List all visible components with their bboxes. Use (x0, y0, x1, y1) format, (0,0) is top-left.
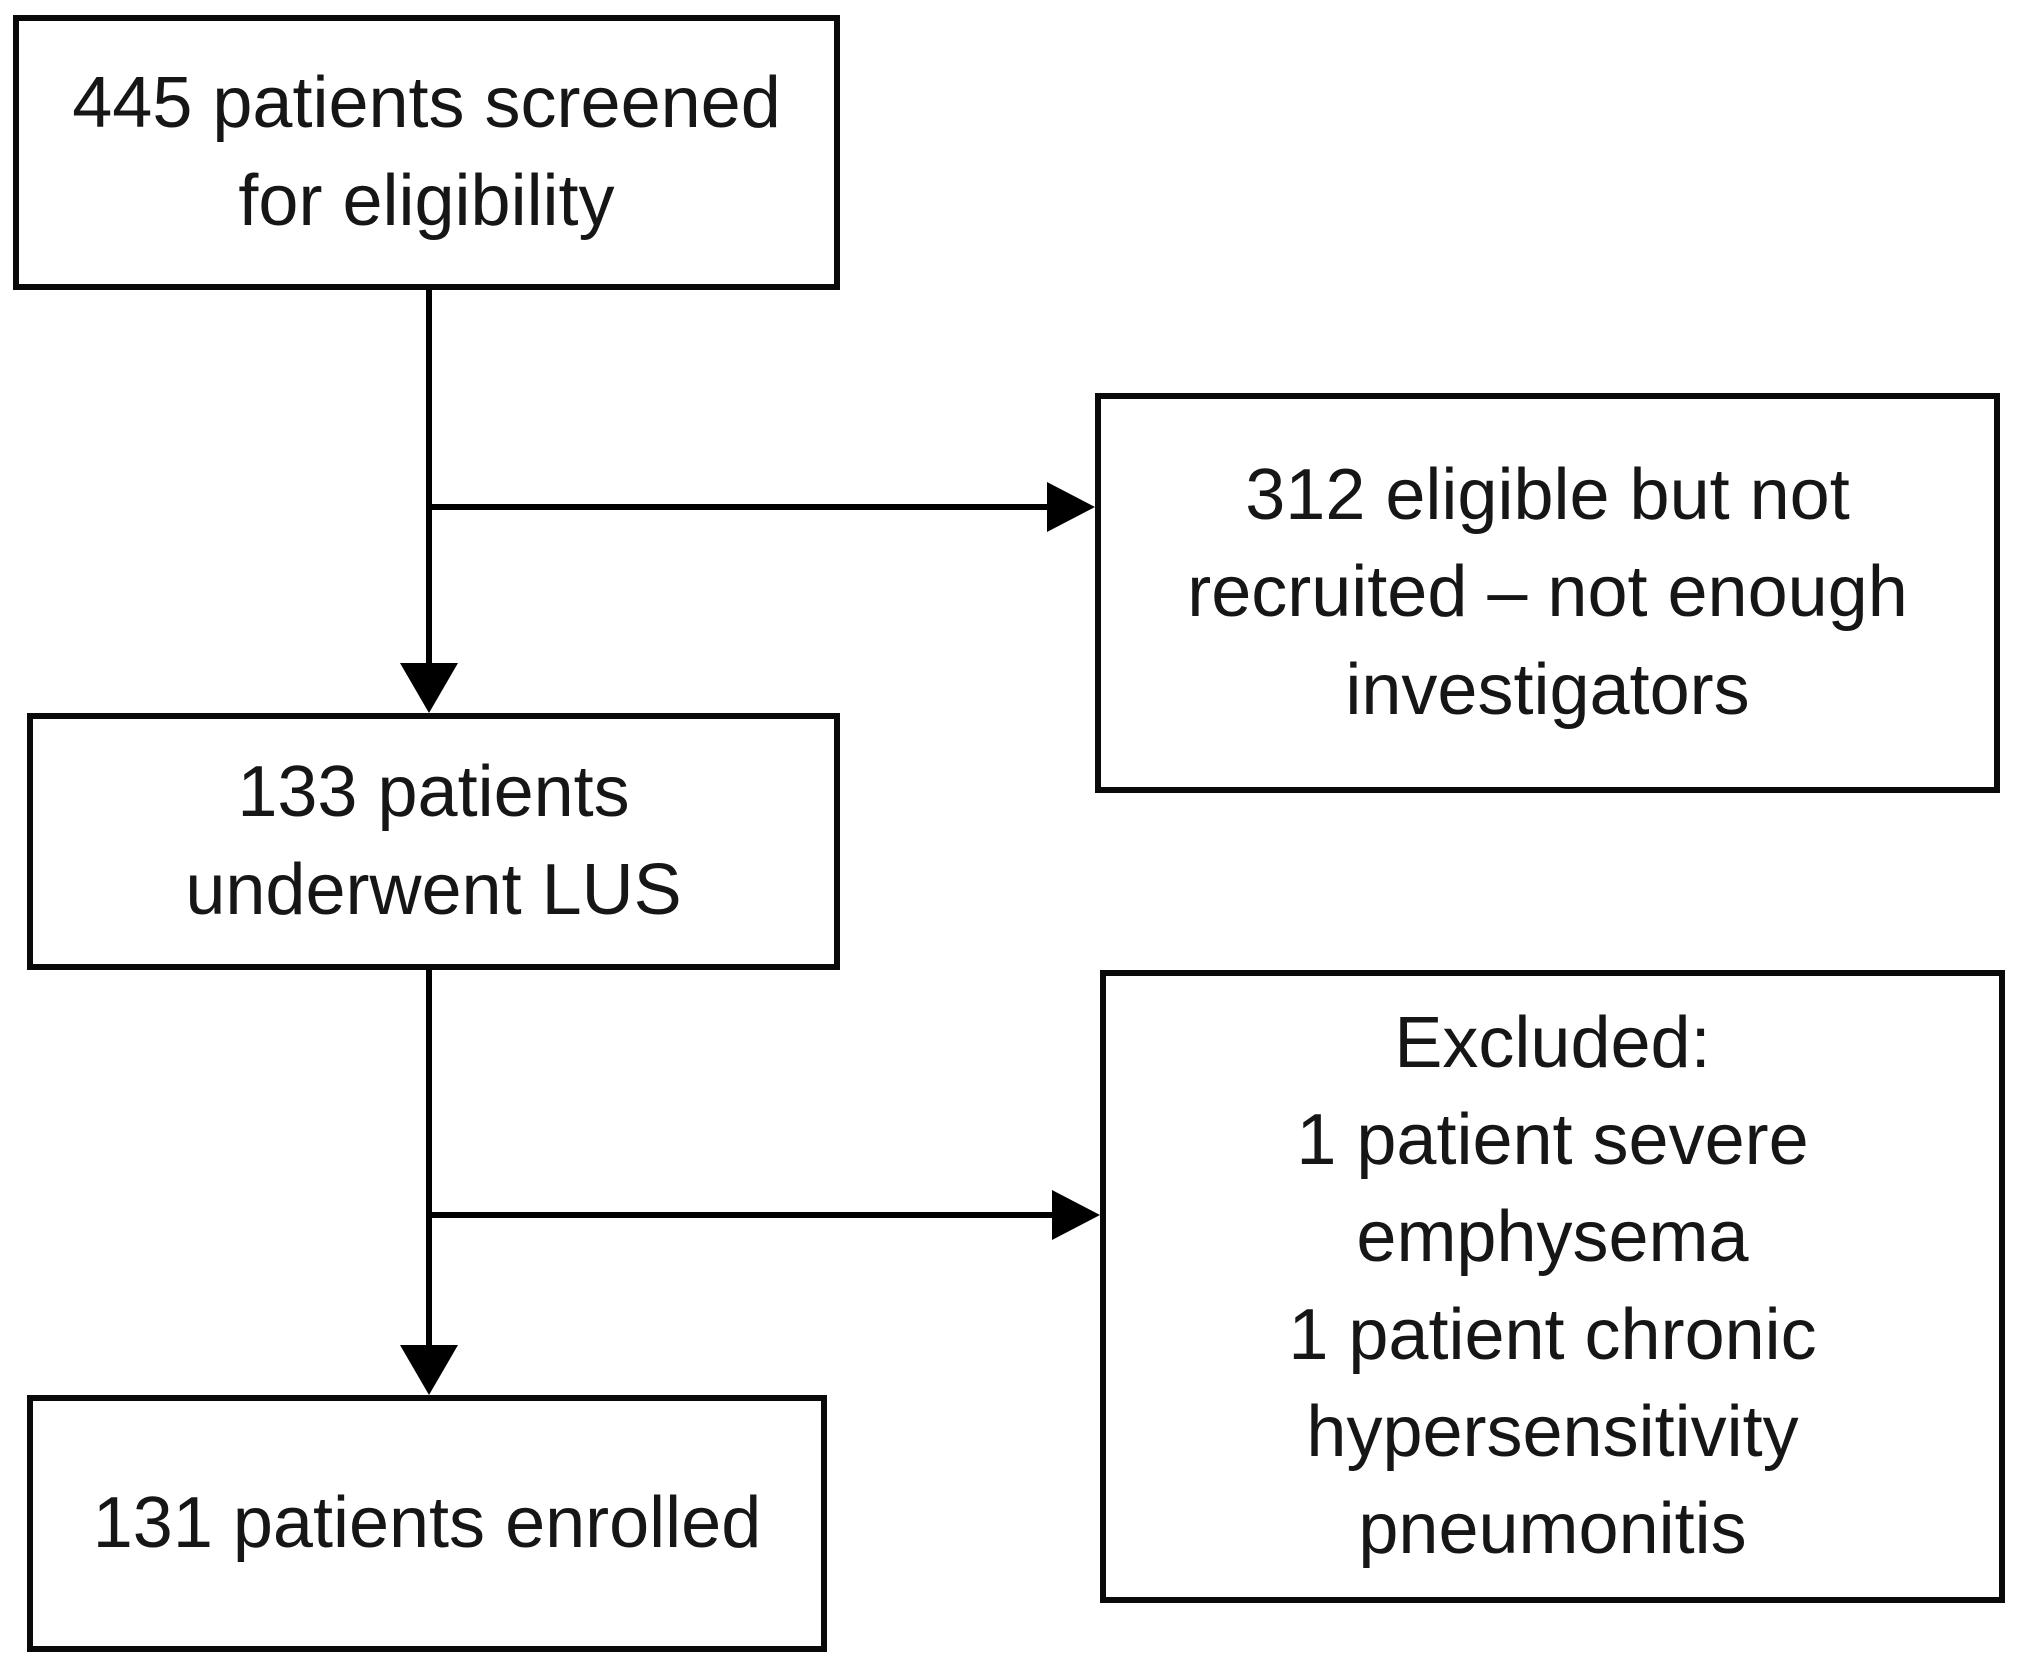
box-text-line: 131 patients enrolled (92, 1482, 762, 1563)
box-text-line: 1 patient severe (1296, 1100, 1809, 1181)
arrow-lus-to-excluded (429, 1190, 1100, 1240)
arrow-lus-to-enrolled (400, 970, 458, 1395)
box-patients-enrolled: 131 patients enrolled (27, 1395, 827, 1652)
box-text-line: for eligibility (238, 160, 615, 241)
box-text-line: 312 eligible but not (1245, 455, 1850, 536)
box-excluded: Excluded: 1 patient severe emphysema 1 p… (1100, 970, 2005, 1603)
box-text-line: pneumonitis (1358, 1488, 1747, 1569)
box-screened-for-eligibility: 445 patients screened for eligibility (13, 15, 840, 290)
box-text-line: hypersensitivity (1306, 1391, 1799, 1472)
box-text-line: investigators (1345, 649, 1750, 730)
box-text-line: 445 patients screened (72, 63, 781, 144)
arrow-screened-to-lus (400, 290, 458, 713)
box-text-line: 133 patients (237, 752, 630, 833)
box-text-line: Excluded: (1394, 1002, 1711, 1083)
box-text-line: emphysema (1356, 1197, 1749, 1278)
box-text-line: underwent LUS (185, 849, 682, 930)
box-eligible-not-recruited: 312 eligible but not recruited – not eno… (1095, 393, 2000, 793)
arrow-screened-to-not-recruited (429, 482, 1095, 532)
box-underwent-lus: 133 patients underwent LUS (27, 713, 840, 970)
box-text-line: 1 patient chronic (1288, 1294, 1817, 1375)
box-text-line: recruited – not enough (1187, 552, 1908, 633)
